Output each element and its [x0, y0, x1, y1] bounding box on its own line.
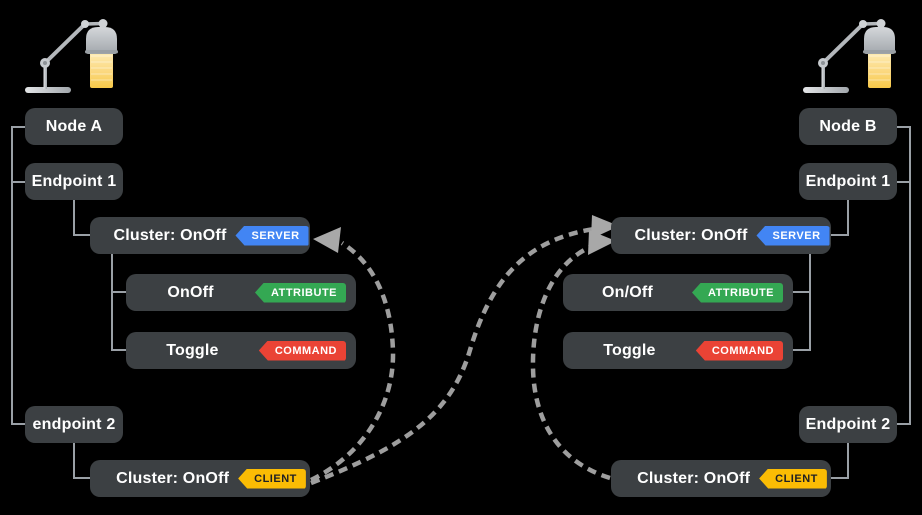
- attribute-badge: ATTRIBUTE: [691, 282, 783, 303]
- tree-lines-node-a: [11, 126, 126, 479]
- endpoint-1-label: Endpoint 1: [805, 172, 891, 190]
- command-badge: COMMAND: [695, 340, 783, 361]
- cluster-onoff-label: Cluster: OnOff: [113, 226, 227, 244]
- node-b-endpoint-2-box: Endpoint 2: [799, 406, 897, 443]
- cluster-onoff-label: Cluster: OnOff: [634, 226, 748, 244]
- arrow-clientA-to-serverB: [310, 215, 619, 486]
- attribute-onoff-label: OnOff: [167, 283, 214, 301]
- desk-lamp-icon-left: [23, 17, 120, 95]
- node-b-command-row: Toggle COMMAND: [563, 332, 793, 369]
- cluster-onoff-label: Cluster: OnOff: [637, 469, 751, 487]
- endpoint-1-label: Endpoint 1: [31, 172, 117, 190]
- attribute-onoff-label: On/Off: [602, 283, 653, 301]
- client-badge: CLIENT: [759, 468, 827, 489]
- arrow-clientA-to-serverA: [310, 227, 396, 483]
- command-toggle-label: Toggle: [603, 341, 656, 359]
- desk-lamp-icon-right: [801, 17, 898, 95]
- command-toggle-label: Toggle: [166, 341, 219, 359]
- node-a-attribute-row: OnOff ATTRIBUTE: [126, 274, 356, 311]
- endpoint-2-label: endpoint 2: [32, 415, 116, 433]
- server-badge: SERVER: [756, 225, 830, 246]
- node-b-label: Node B: [819, 117, 877, 135]
- tree-lines-node-b: [793, 126, 911, 479]
- node-a-command-row: Toggle COMMAND: [126, 332, 356, 369]
- command-badge: COMMAND: [258, 340, 346, 361]
- node-a-box: Node A: [25, 108, 123, 145]
- attribute-badge: ATTRIBUTE: [254, 282, 346, 303]
- endpoint-2-label: Endpoint 2: [805, 415, 891, 433]
- server-badge: SERVER: [235, 225, 309, 246]
- node-a-endpoint-1-box: Endpoint 1: [25, 163, 123, 200]
- cluster-onoff-label: Cluster: OnOff: [116, 469, 230, 487]
- node-b-cluster-server-box: Cluster: OnOff SERVER: [611, 217, 831, 254]
- node-a-cluster-server-box: Cluster: OnOff SERVER: [90, 217, 310, 254]
- node-a-endpoint-2-box: endpoint 2: [25, 406, 123, 443]
- node-b-endpoint-1-box: Endpoint 1: [799, 163, 897, 200]
- node-a-label: Node A: [45, 117, 103, 135]
- node-b-box: Node B: [799, 108, 897, 145]
- client-badge: CLIENT: [238, 468, 306, 489]
- node-b-cluster-client-box: Cluster: OnOff CLIENT: [611, 460, 831, 497]
- node-b-attribute-row: On/Off ATTRIBUTE: [563, 274, 793, 311]
- node-a-cluster-client-box: Cluster: OnOff CLIENT: [90, 460, 310, 497]
- arrow-clientB-to-serverB: [530, 230, 616, 481]
